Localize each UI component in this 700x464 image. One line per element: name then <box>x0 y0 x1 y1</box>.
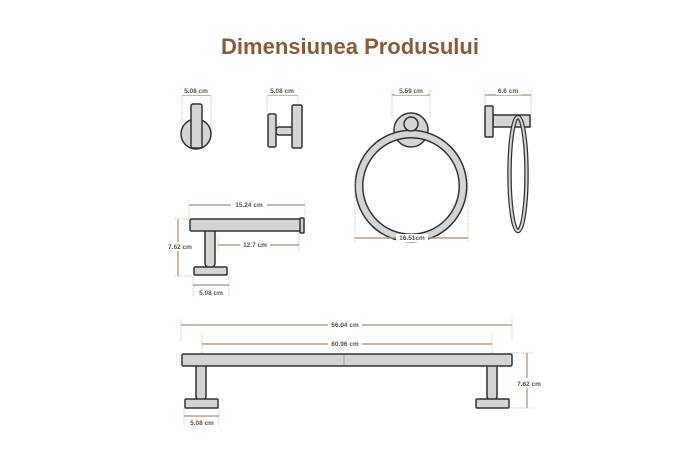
dimension-label: 7.62 cm <box>517 381 541 388</box>
dimension-label: 7.62 cm <box>168 244 192 251</box>
dimension-label: 5.59 cm <box>399 88 423 95</box>
robe-hook-side: 5.08 cm <box>266 87 303 149</box>
dimension-label: 12.7 cm <box>243 242 267 249</box>
dimension-label: 16.51cm <box>399 235 425 242</box>
page-title: Dimensiunea Produsului <box>221 34 479 59</box>
paper-holder: 15.24 cm 12.7 cm 7.62 cm 5.08 cm <box>166 200 306 297</box>
dimension-label: 60.96 cm <box>331 341 359 348</box>
towel-bar: 66.04 cm 60.96 cm 7.62 cm 5.08 cm <box>180 318 542 427</box>
dimension-label: 5.08 cm <box>184 88 208 95</box>
dimension-label: 15.24 cm <box>235 202 263 209</box>
towel-ring-front: 5.59 cm 16.51cm <box>354 87 469 243</box>
dimension-label: 6.6 cm <box>498 88 518 95</box>
robe-hook-front: 5.08 cm <box>180 87 213 150</box>
dimension-label: 5.08 cm <box>199 290 223 297</box>
towel-ring-side: 6.6 cm <box>484 87 532 234</box>
dimension-label: 66.04 cm <box>331 322 359 329</box>
dimension-label: 5.08 cm <box>190 420 214 427</box>
dimension-label: 5.08 cm <box>270 88 294 95</box>
